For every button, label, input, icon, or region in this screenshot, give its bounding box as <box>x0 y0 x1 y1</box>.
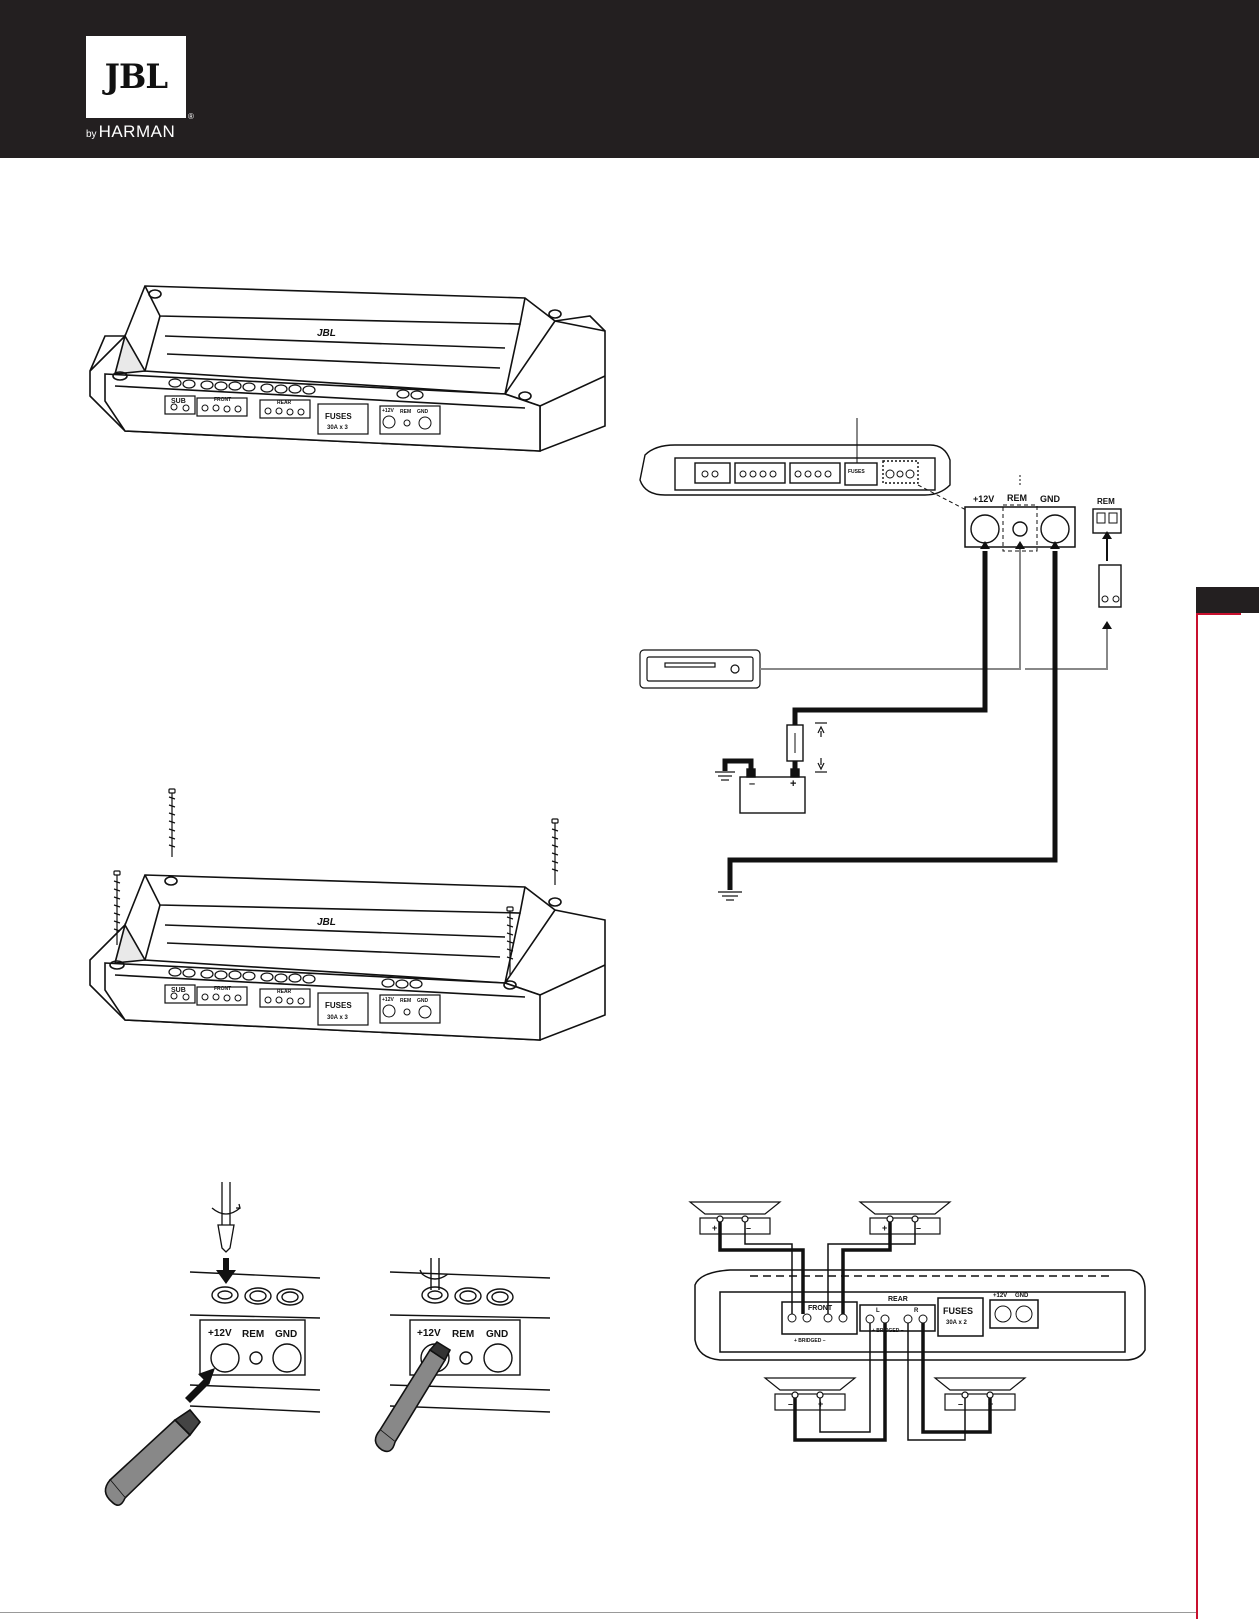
screw-icon <box>169 789 175 857</box>
cable-icon <box>105 1410 200 1505</box>
speaker1-plus: + <box>712 1223 717 1233</box>
rear-label: REAR <box>277 400 292 406</box>
registered-mark: ® <box>188 112 194 121</box>
gnd-label: GND <box>417 409 429 415</box>
speaker2-minus: – <box>916 1223 921 1233</box>
bridged-label-rear: + BRIDGED – <box>872 1328 904 1334</box>
top-logo: JBL <box>317 328 336 339</box>
gnd-closeup-label-2: GND <box>486 1329 508 1340</box>
speaker4-minus: – <box>958 1399 963 1409</box>
gnd-closeup-label: GND <box>275 1329 297 1340</box>
power-wiring-diagram: FUSES +12V REM GND REM <box>635 415 1175 935</box>
rear-label-4ch: REAR <box>888 1296 908 1303</box>
front-label-2: FRONT <box>214 986 231 992</box>
speaker-icon <box>935 1378 1025 1410</box>
screwdriver-icon <box>212 1182 240 1252</box>
terminal-gnd-label: GND <box>1040 494 1061 504</box>
rem-label: REM <box>400 409 411 415</box>
side-accent-line <box>1196 613 1198 1619</box>
side-tab <box>1196 587 1259 613</box>
fuses-label-2: FUSES <box>325 1001 352 1010</box>
battery-minus: – <box>749 778 755 790</box>
plus12v-closeup-label: +12V <box>208 1328 232 1339</box>
fuses-side-label: FUSES <box>848 469 865 475</box>
fuses-label-4ch: FUSES <box>943 1306 973 1316</box>
terminal-install-illustration: +12V REM GND +12V REM GND <box>90 1180 580 1540</box>
ground-icon <box>715 772 735 780</box>
fuse-rating-label-2: 30A x 3 <box>327 1015 348 1021</box>
rem-closeup-label: REM <box>242 1329 264 1340</box>
arrow-icon <box>216 1258 236 1284</box>
terminal-plus12v-label: +12V <box>973 494 994 504</box>
fuses-label: FUSES <box>325 412 352 421</box>
rem-label-2: REM <box>400 998 411 1004</box>
speaker-wiring-diagram: + – + – FRONT REAR + BRIDGED – + BRIDGED… <box>690 1200 1180 1485</box>
speaker-icon <box>860 1202 950 1234</box>
top-logo-2: JBL <box>317 917 336 928</box>
battery-icon <box>740 769 805 813</box>
plus12v-label-2: +12V <box>382 997 394 1003</box>
fuse-rating-4ch: 30A x 2 <box>946 1320 967 1326</box>
gnd-label-4ch: GND <box>1015 1293 1029 1299</box>
by-text: by <box>86 129 97 140</box>
bridged-label-front: + BRIDGED – <box>794 1338 826 1344</box>
rem-closeup-label-2: REM <box>452 1329 474 1340</box>
front-label-4ch: FRONT <box>808 1305 833 1312</box>
front-label: FRONT <box>214 397 231 403</box>
ground-icon <box>718 892 742 900</box>
speaker3-minus: – <box>788 1399 793 1409</box>
gnd-label-2: GND <box>417 998 429 1004</box>
speaker2-plus: + <box>882 1223 887 1233</box>
speaker-icon <box>765 1378 855 1410</box>
rem-connector-label: REM <box>1097 497 1115 506</box>
l-label: L <box>876 1308 880 1314</box>
battery-plus: + <box>790 778 796 790</box>
terminal-rem-label: REM <box>1007 493 1027 503</box>
fuse-rating-label: 30A x 3 <box>327 425 348 431</box>
jbl-logo-text: JBL <box>105 57 167 97</box>
amplifier-illustration-1: SUB FRONT REAR FUSES 30A x 3 +12V REM GN… <box>85 276 625 476</box>
plus12v-label-4ch: +12V <box>993 1293 1007 1299</box>
amplifier-illustration-2: SUB FRONT REAR FUSES 30A x 3 +12V REM GN… <box>85 815 625 1065</box>
plus12v-closeup-label-2: +12V <box>417 1328 441 1339</box>
speaker-icon <box>690 1202 780 1234</box>
side-accent-top <box>1196 613 1241 615</box>
fuse-icon <box>787 725 803 761</box>
speaker1-minus: – <box>746 1223 751 1233</box>
r-label: R <box>914 1308 919 1314</box>
head-unit-icon <box>640 650 760 688</box>
jbl-logo: JBL <box>86 36 186 118</box>
plus12v-label: +12V <box>382 408 394 414</box>
harman-text: HARMAN <box>99 122 176 141</box>
footer-line <box>0 1612 1196 1613</box>
rear-label-2: REAR <box>277 989 292 995</box>
